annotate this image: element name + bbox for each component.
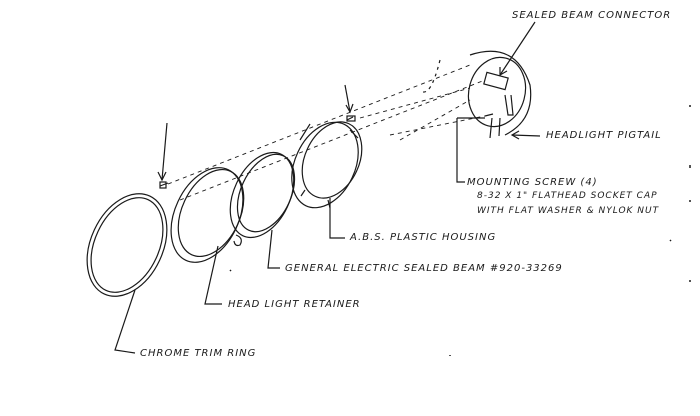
scan-specks: [229, 105, 691, 356]
leader-lines: [114, 117, 485, 354]
mounting-screws: [159, 113, 494, 189]
label-screw-spec-1: 8-32 x 1" Flathead Socket Cap: [477, 191, 658, 201]
headlight-retainer: [170, 167, 245, 263]
arrows: [157, 21, 541, 182]
label-screw-spec-2: With Flat Washer & Nylok Nut: [477, 206, 660, 216]
label-headlight-retainer: Head Light Retainer: [228, 299, 361, 310]
plastic-housing: [291, 121, 363, 209]
label-plastic-housing: A.B.S. Plastic Housing: [350, 232, 497, 243]
label-sealed-beam: General Electric Sealed Beam #920-33269: [285, 263, 563, 274]
label-chrome-trim-ring: Chrome Trim Ring: [140, 348, 257, 359]
alignment-lines: [167, 64, 486, 201]
label-headlight-pigtail: Headlight Pigtail: [546, 130, 662, 141]
chrome-trim-ring: [86, 193, 168, 297]
label-sealed-beam-connector: Sealed Beam Connector: [512, 10, 672, 21]
label-mounting-screw: Mounting Screw (4): [467, 177, 598, 188]
connector-bracket: [419, 50, 532, 139]
sealed-beam-lamp: [229, 151, 296, 239]
